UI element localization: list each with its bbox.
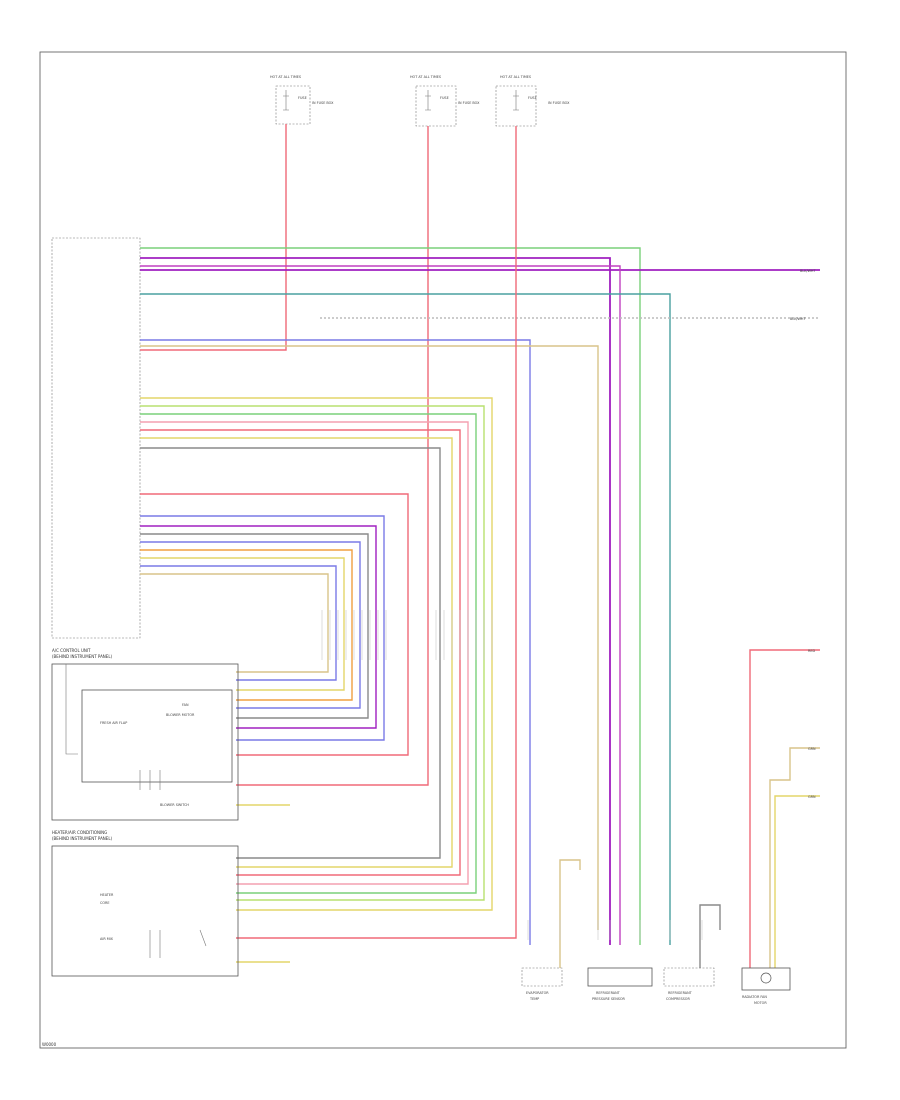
wire-lime — [140, 405, 485, 901]
right-label-2: BLK/WHT — [790, 317, 806, 321]
component-2-line1: REFRIGERANT — [596, 991, 621, 995]
wire-magenta — [140, 265, 621, 945]
heater-block-subtitle: (BEHIND INSTRUMENT PANEL) — [52, 836, 113, 841]
wire-red-2 — [140, 429, 461, 876]
heater-label-airmix: AIR MIX — [100, 937, 114, 941]
control-unit-title: A/C CONTROL UNIT — [52, 648, 91, 653]
heater-label-heater: HEATER — [100, 893, 114, 897]
wire-blue-4 — [140, 541, 361, 709]
relay-label-flap: FRESH AIR FLAP — [100, 721, 127, 725]
fuse-2: HOT AT ALL TIMES FUSE IN FUSE BOX — [410, 75, 480, 127]
heater-block-title: HEATER/AIR CONDITIONING — [52, 830, 107, 835]
diagram-border — [39, 51, 847, 1049]
bottom-component-1: EVAPORATOR TEMP — [521, 967, 563, 1001]
fuse-1-head: HOT AT ALL TIMES — [270, 75, 301, 79]
fuse-3-name: FUSE — [528, 96, 537, 100]
relay-label-blower: BLOWER MOTOR — [166, 713, 195, 717]
footer-code: W0000 — [42, 1042, 57, 1047]
wire-purple-3 — [140, 525, 377, 729]
fuse-1: HOT AT ALL TIMES FUSE IN FUSE BOX — [270, 75, 334, 125]
wire-green-top — [140, 247, 641, 945]
right-label-4: GRN — [808, 747, 816, 751]
wire-yellow-fan — [774, 795, 820, 968]
wire-gray-3 — [140, 533, 369, 719]
wire-gray-2 — [140, 447, 441, 859]
wire-purple-1 — [140, 257, 611, 945]
wire-tan-3 — [140, 573, 329, 673]
connector-pin-marks — [321, 610, 703, 940]
wire-green-2 — [140, 413, 477, 894]
right-label-1: BLK/WHT — [800, 269, 816, 273]
fuse-2-head: HOT AT ALL TIMES — [410, 75, 441, 79]
component-3-line1: REFRIGERANT — [668, 991, 693, 995]
wire-tan — [140, 345, 599, 930]
component-3-line2: COMPRESSOR — [666, 997, 690, 1001]
wire-orange — [140, 549, 353, 701]
fuse-3-location: IN FUSE BOX — [548, 101, 570, 105]
fuse-1-name: FUSE — [298, 96, 307, 100]
wire-gray-comp — [699, 904, 721, 968]
fuse-1-location: IN FUSE BOX — [312, 101, 334, 105]
right-label-5: GRN — [808, 795, 816, 799]
wire-tan-fan — [769, 747, 820, 968]
component-4-line2: MOTOR — [754, 1001, 767, 1005]
bottom-component-3: REFRIGERANT COMPRESSOR — [663, 967, 715, 1001]
wire-pink — [140, 421, 469, 885]
wire-blue-top — [140, 339, 531, 945]
fuse-2-name: FUSE — [440, 96, 449, 100]
wire-red-fuse1 — [140, 124, 287, 351]
heater-label-core: CORE — [100, 901, 110, 905]
wire-yellow-3 — [140, 557, 345, 691]
control-unit-block: A/C CONTROL UNIT (BEHIND INSTRUMENT PANE… — [51, 648, 239, 821]
wire-tan-evap — [559, 859, 581, 968]
wire-red-4 — [236, 245, 517, 939]
wires — [140, 124, 820, 968]
wire-red-fan — [749, 649, 820, 968]
component-1-line1: EVAPORATOR — [526, 991, 549, 995]
wire-teal — [140, 293, 671, 945]
bottom-component-4: RADIATOR FAN MOTOR — [741, 967, 791, 1005]
wire-blue-3 — [140, 515, 385, 741]
wire-blue-5 — [140, 565, 337, 681]
component-4-line1: RADIATOR FAN — [742, 995, 767, 999]
relay-label-fan: FAN — [182, 703, 189, 707]
fuse-2-location: IN FUSE BOX — [458, 101, 480, 105]
wire-red-3 — [140, 493, 409, 756]
component-1-line2: TEMP — [529, 997, 539, 1001]
control-unit-subtitle: (BEHIND INSTRUMENT PANEL) — [52, 654, 113, 659]
heater-block: HEATER/AIR CONDITIONING (BEHIND INSTRUME… — [51, 830, 239, 977]
wire-tan-2 — [140, 397, 493, 911]
bottom-component-2: REFRIGERANT PRESSURE SENSOR — [587, 967, 653, 1001]
wire-red-fuse2 — [236, 126, 429, 786]
component-2-line2: PRESSURE SENSOR — [592, 997, 626, 1001]
right-label-3: RED — [808, 649, 815, 653]
fuse-3: HOT AT ALL TIMES FUSE IN FUSE BOX — [495, 75, 570, 127]
control-unit-connector — [51, 237, 141, 639]
fuse-3-head: HOT AT ALL TIMES — [500, 75, 531, 79]
relay-label-switch: BLOWER SWITCH — [160, 803, 189, 807]
